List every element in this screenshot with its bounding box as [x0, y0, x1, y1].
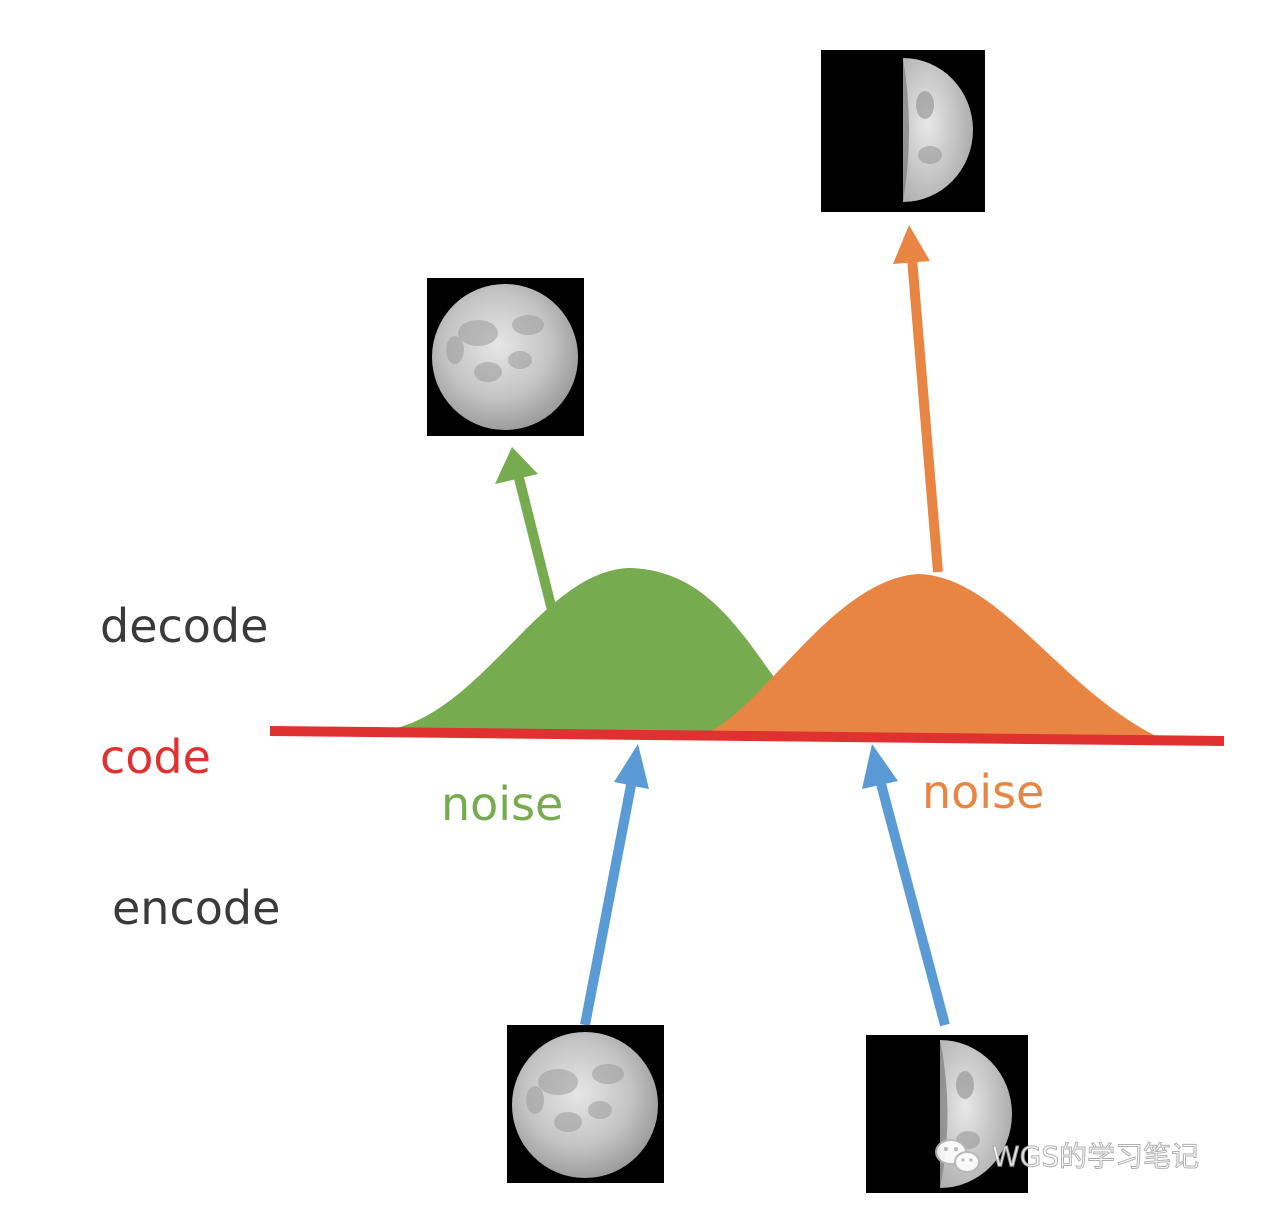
- code-label: code: [100, 730, 211, 784]
- output-half-moon-image: [821, 50, 985, 212]
- watermark: WGS的学习笔记: [935, 1139, 1200, 1174]
- wechat-icon: [935, 1139, 980, 1173]
- noise-label-green: noise: [441, 777, 563, 831]
- input-full-moon-image: [507, 1025, 664, 1183]
- decode-arrow-green: [495, 447, 557, 612]
- orange-distribution: [700, 574, 1160, 740]
- encode-arrow-left: [580, 744, 649, 1026]
- code-line: [269, 726, 1225, 746]
- output-full-moon-image: [427, 278, 584, 436]
- encode-label: encode: [112, 881, 280, 935]
- green-distribution: [380, 568, 810, 736]
- decode-label: decode: [100, 599, 268, 653]
- encode-arrow-right: [862, 744, 950, 1027]
- decode-arrow-orange: [893, 225, 943, 573]
- noise-label-orange: noise: [922, 765, 1044, 819]
- watermark-text: WGS的学习笔记: [992, 1140, 1199, 1173]
